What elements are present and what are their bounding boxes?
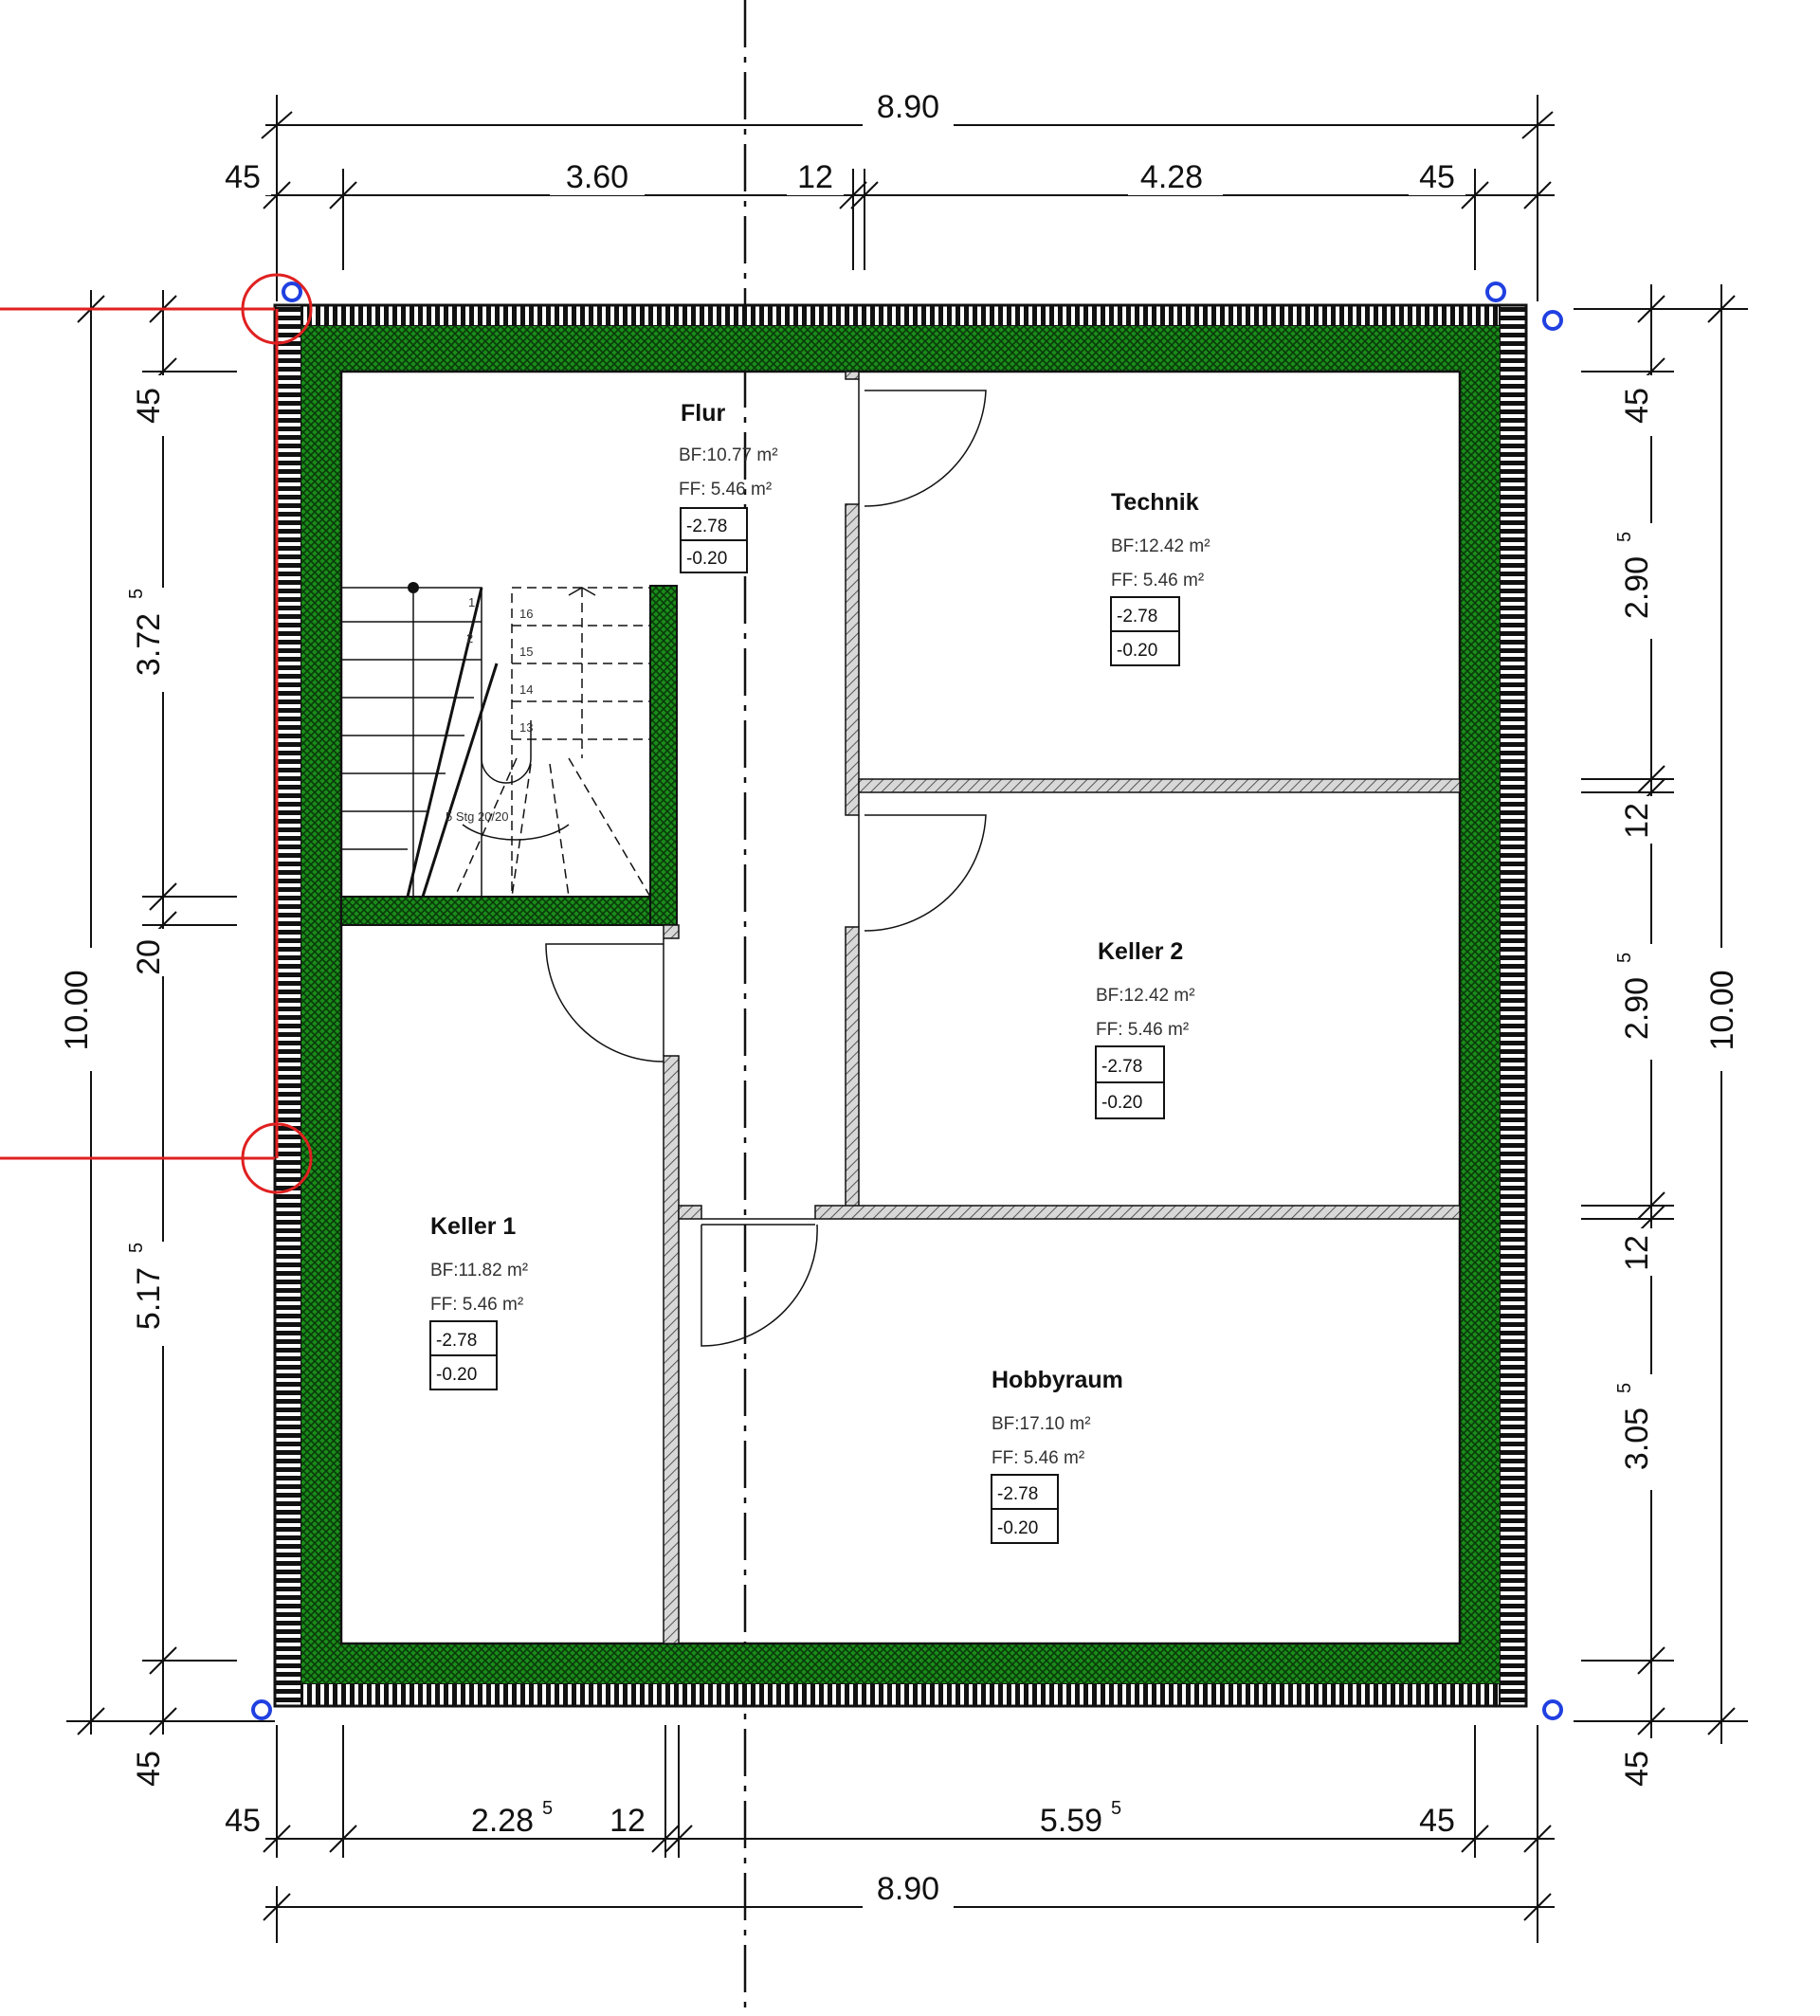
- dimension-top: 8.90 45 3.60 12 4.28 45: [214, 89, 1555, 301]
- dim-bottom-seg: 45: [225, 1803, 261, 1839]
- room-ff: FF: 5.46 m²: [992, 1448, 1084, 1468]
- level-bottom: -0.20: [686, 549, 727, 569]
- dim-top-seg: 45: [1419, 159, 1455, 195]
- dim-top-seg: 12: [797, 159, 833, 195]
- dim-left-seg: 20: [131, 939, 167, 975]
- selection-handle-top[interactable]: [241, 273, 313, 345]
- room-name: Keller 2: [1098, 938, 1183, 965]
- selection-markers[interactable]: [0, 273, 313, 1194]
- room-ff: FF: 5.46 m²: [1111, 571, 1204, 590]
- dim-superscript: 5: [1111, 1798, 1121, 1819]
- selection-handle-mid[interactable]: [241, 1122, 313, 1194]
- dim-top-total: 8.90: [877, 89, 939, 125]
- dim-right-seg: 2.90: [1619, 556, 1655, 619]
- stair-walls: [340, 585, 678, 926]
- dim-right-seg: 45: [1619, 388, 1655, 424]
- dim-superscript: 5: [126, 1243, 147, 1253]
- exterior-walls: [273, 303, 1528, 1708]
- dim-superscript: 5: [126, 589, 147, 599]
- snap-points[interactable]: [251, 282, 1563, 1720]
- room-hobbyraum: Hobbyraum BF:17.10 m² FF: 5.46 m² -2.78 …: [991, 1367, 1123, 1544]
- dim-top-seg: 4.28: [1140, 159, 1203, 195]
- dim-right-seg: 3.05: [1619, 1408, 1655, 1470]
- dim-bottom-seg: 2.28: [471, 1803, 534, 1839]
- dim-bottom-total: 8.90: [877, 1871, 939, 1907]
- interior-walls: [663, 371, 1461, 1644]
- dim-superscript: 5: [542, 1798, 553, 1819]
- doors: [545, 379, 987, 1347]
- room-keller2: Keller 2 BF:12.42 m² FF: 5.46 m² -2.78 -…: [1095, 938, 1195, 1119]
- step-number: 1: [468, 595, 475, 609]
- dim-right-seg: 12: [1619, 803, 1655, 839]
- step-number: 15: [519, 645, 533, 659]
- dim-bottom-seg: 45: [1419, 1803, 1455, 1839]
- level-bottom: -0.20: [997, 1518, 1038, 1538]
- room-name: Keller 1: [430, 1213, 516, 1240]
- room-bf: BF:12.42 m²: [1096, 986, 1195, 1006]
- room-ff: FF: 5.46 m²: [1096, 1020, 1189, 1040]
- snap-point[interactable]: [1542, 310, 1563, 331]
- dim-bottom-seg: 5.59: [1040, 1803, 1102, 1839]
- dim-left-seg: 45: [131, 1751, 167, 1787]
- room-ff: FF: 5.46 m²: [430, 1295, 523, 1315]
- snap-point[interactable]: [282, 282, 302, 302]
- step-number: 2: [466, 631, 473, 645]
- room-technik: Technik BF:12.42 m² FF: 5.46 m² -2.78 -0…: [1110, 489, 1210, 666]
- dim-left-seg: 5.17: [131, 1267, 167, 1330]
- dim-top-seg: 45: [225, 159, 261, 195]
- step-number: 14: [519, 682, 533, 697]
- dim-right-total: 10.00: [1704, 970, 1740, 1050]
- level-top: -2.78: [997, 1484, 1038, 1504]
- snap-point[interactable]: [1485, 282, 1506, 302]
- level-bottom: -0.20: [1101, 1093, 1142, 1113]
- dim-top-seg: 3.60: [566, 159, 628, 195]
- room-bf: BF:17.10 m²: [992, 1414, 1091, 1434]
- dim-left-total: 10.00: [59, 970, 95, 1050]
- dim-superscript: 5: [1614, 532, 1635, 542]
- dim-bottom-seg: 12: [610, 1803, 646, 1839]
- level-top: -2.78: [686, 517, 727, 536]
- room-name: Hobbyraum: [992, 1367, 1123, 1393]
- room-keller1: Keller 1 BF:11.82 m² FF: 5.46 m² -2.78 -…: [429, 1213, 528, 1390]
- level-bottom: -0.20: [1117, 641, 1157, 661]
- level-top: -2.78: [1101, 1057, 1142, 1077]
- dim-superscript: 5: [1614, 1383, 1635, 1393]
- room-flur: Flur BF:10.77 m² FF: 5.46 m² -2.78 -0.20: [679, 400, 778, 573]
- step-number: 16: [519, 607, 533, 621]
- level-top: -2.78: [1117, 607, 1157, 627]
- room-name: Technik: [1111, 489, 1199, 516]
- room-name: Flur: [681, 400, 725, 427]
- dim-superscript: 5: [1614, 953, 1635, 963]
- snap-point[interactable]: [251, 1699, 272, 1720]
- staircase: 1 2 16 15 14 13 5 Stg 20/20: [340, 582, 651, 898]
- level-bottom: -0.20: [436, 1365, 477, 1385]
- dim-right-seg: 12: [1619, 1235, 1655, 1271]
- level-top: -2.78: [436, 1331, 477, 1351]
- dim-right-seg: 45: [1619, 1751, 1655, 1787]
- room-bf: BF:11.82 m²: [430, 1261, 528, 1280]
- dimension-bottom: 45 2.28 5 12 5.59 5 45 8.90: [214, 1725, 1555, 1943]
- dim-left-seg: 45: [131, 388, 167, 424]
- dimension-left: 10.00 45 3.72 5 20 5.17 5 45: [55, 290, 275, 1799]
- dimension-right: 10.00 45 2.90 5 12 2.90 5 12 3.: [1574, 284, 1748, 1799]
- dim-right-seg: 2.90: [1619, 977, 1655, 1040]
- room-ff: FF: 5.46 m²: [679, 480, 772, 499]
- stair-label: 5 Stg 20/20: [446, 809, 509, 824]
- room-bf: BF:12.42 m²: [1111, 536, 1210, 556]
- room-bf: BF:10.77 m²: [679, 445, 778, 465]
- snap-point[interactable]: [1542, 1699, 1563, 1720]
- dim-left-seg: 3.72: [131, 613, 167, 676]
- step-number: 13: [519, 720, 533, 735]
